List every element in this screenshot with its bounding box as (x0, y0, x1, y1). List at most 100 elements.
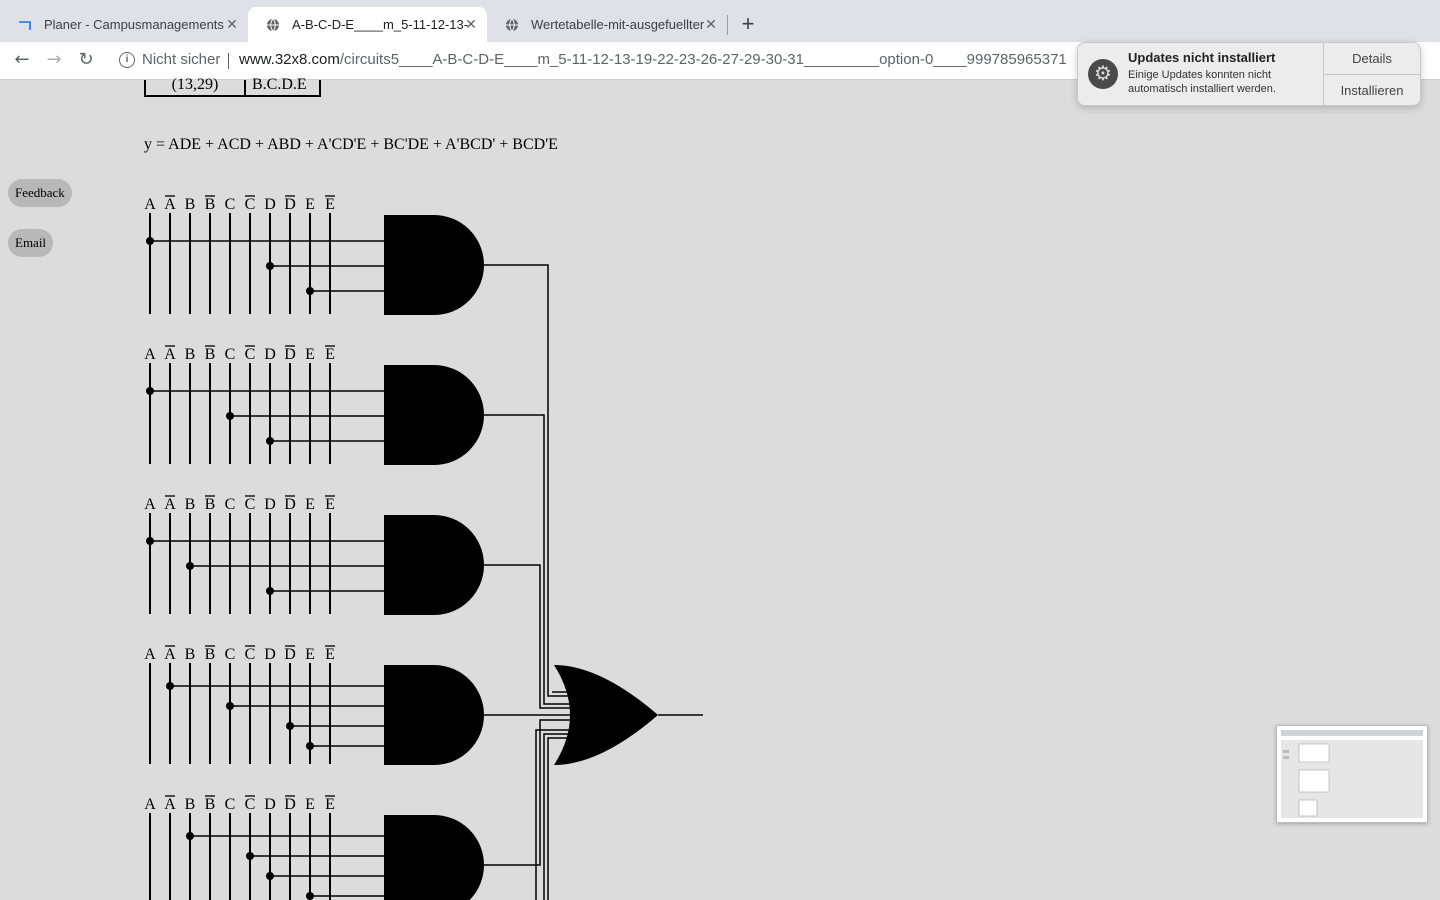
feedback-button[interactable]: Feedback (8, 179, 72, 207)
input-label: E (325, 346, 335, 363)
input-label: C (245, 196, 256, 213)
input-label: C (225, 196, 236, 213)
junction-dot (226, 412, 234, 420)
campus-logo-icon (19, 21, 31, 30)
tab-bar: Planer - Campusmanagements ✕ A-B-C-D-E__… (0, 0, 1440, 42)
input-label: E (305, 496, 315, 513)
tab-label: Wertetabelle-mit-ausgefuellter (531, 17, 705, 32)
install-button[interactable]: Installieren (1340, 83, 1404, 98)
junction-dot (266, 262, 274, 270)
notification-divider (1324, 74, 1420, 75)
input-label: D (264, 196, 276, 213)
input-label: D (284, 646, 296, 663)
and-gate (384, 815, 484, 900)
input-label: B (185, 646, 196, 663)
junction-dot (266, 872, 274, 880)
notification-divider (1323, 43, 1324, 105)
and-gate (384, 215, 484, 315)
close-tab-icon[interactable]: ✕ (705, 16, 717, 32)
junction-dot (186, 562, 194, 570)
tab-planer[interactable]: Planer - Campusmanagements ✕ (0, 7, 248, 42)
junction-dot (146, 387, 154, 395)
input-label: E (325, 796, 335, 813)
input-label: A (144, 346, 156, 363)
junction-dot (166, 682, 174, 690)
or-gate (554, 665, 658, 765)
close-tab-icon[interactable]: ✕ (465, 16, 477, 32)
back-arrow-icon[interactable]: ← (14, 49, 30, 70)
junction-dot (146, 537, 154, 545)
input-label: A (164, 496, 176, 513)
truth-table-row: (13,29) B.C.D.E (144, 76, 321, 97)
input-label: C (225, 346, 236, 363)
junction-dot (186, 832, 194, 840)
table-cell-product: B.C.D.E (252, 76, 307, 93)
input-label: D (264, 496, 276, 513)
input-label: C (225, 796, 236, 813)
bus-wire (535, 729, 572, 900)
input-label: E (305, 796, 315, 813)
input-label: D (264, 796, 276, 813)
input-label: A (144, 496, 156, 513)
input-label: A (164, 346, 176, 363)
tab-label: A-B-C-D-E____m_5-11-12-13- (292, 17, 469, 32)
gate-output-wire (484, 414, 572, 705)
input-label: D (284, 796, 296, 813)
notification-body: Einige Updates konnten nicht automatisch… (1128, 69, 1276, 95)
input-label: E (305, 346, 315, 363)
input-label: C (225, 496, 236, 513)
forward-arrow-icon[interactable]: → (46, 49, 62, 70)
notification-title: Updates nicht installiert (1128, 50, 1276, 65)
boolean-equation: y = ADE + ACD + ABD + A'CD'E + BC'DE + A… (144, 136, 558, 153)
security-label: Nicht sicher (142, 51, 221, 68)
and-gate (384, 515, 484, 615)
input-label: B (205, 646, 216, 663)
gate-output-wire (484, 719, 572, 866)
junction-dot (246, 852, 254, 860)
input-label: C (245, 496, 256, 513)
input-label: B (205, 346, 216, 363)
input-label: E (305, 646, 315, 663)
input-label: B (205, 796, 216, 813)
input-label: E (325, 496, 335, 513)
input-label: A (144, 646, 156, 663)
globe-icon (267, 18, 279, 32)
junction-dot (146, 237, 154, 245)
bus-wire (547, 737, 572, 900)
screenshot-thumbnail[interactable] (1276, 725, 1428, 823)
and-gate (384, 665, 484, 765)
input-label: A (164, 646, 176, 663)
input-label: B (185, 496, 196, 513)
reload-icon[interactable]: ↻ (78, 49, 94, 70)
bus-wire (543, 733, 572, 900)
tab-separator (727, 15, 728, 35)
tab-circuit[interactable]: A-B-C-D-E____m_5-11-12-13- ✕ (248, 7, 487, 42)
and-gate (384, 365, 484, 465)
details-button[interactable]: Details (1352, 51, 1392, 66)
gate-output-wire (484, 264, 572, 697)
junction-dot (306, 892, 314, 900)
globe-icon (506, 18, 518, 32)
url-text[interactable]: www.32x8.com/circuits5____A-B-C-D-E____m… (239, 51, 1089, 68)
junction-dot (266, 587, 274, 595)
url-path: /circuits5____A-B-C-D-E____m_5-11-12-13-… (339, 51, 1067, 68)
tab-wertetabelle[interactable]: Wertetabelle-mit-ausgefuellter ✕ (487, 7, 727, 42)
input-label: C (245, 796, 256, 813)
info-icon[interactable]: i (119, 52, 135, 68)
thumbnail-preview (1281, 730, 1423, 818)
input-label: C (225, 646, 236, 663)
input-label: A (144, 196, 156, 213)
close-tab-icon[interactable]: ✕ (226, 16, 238, 32)
new-tab-button[interactable]: + (741, 11, 755, 36)
input-label: D (264, 646, 276, 663)
input-label: D (284, 496, 296, 513)
gate-output-wire (484, 564, 572, 709)
address-bar[interactable]: i Nicht sicher www.32x8.com/circuits5___… (110, 45, 1110, 76)
tab-label: Planer - Campusmanagements (44, 17, 224, 32)
url-host: www.32x8.com (239, 51, 340, 68)
junction-dot (266, 437, 274, 445)
email-button[interactable]: Email (8, 229, 54, 257)
input-label: B (185, 196, 196, 213)
junction-dot (306, 742, 314, 750)
